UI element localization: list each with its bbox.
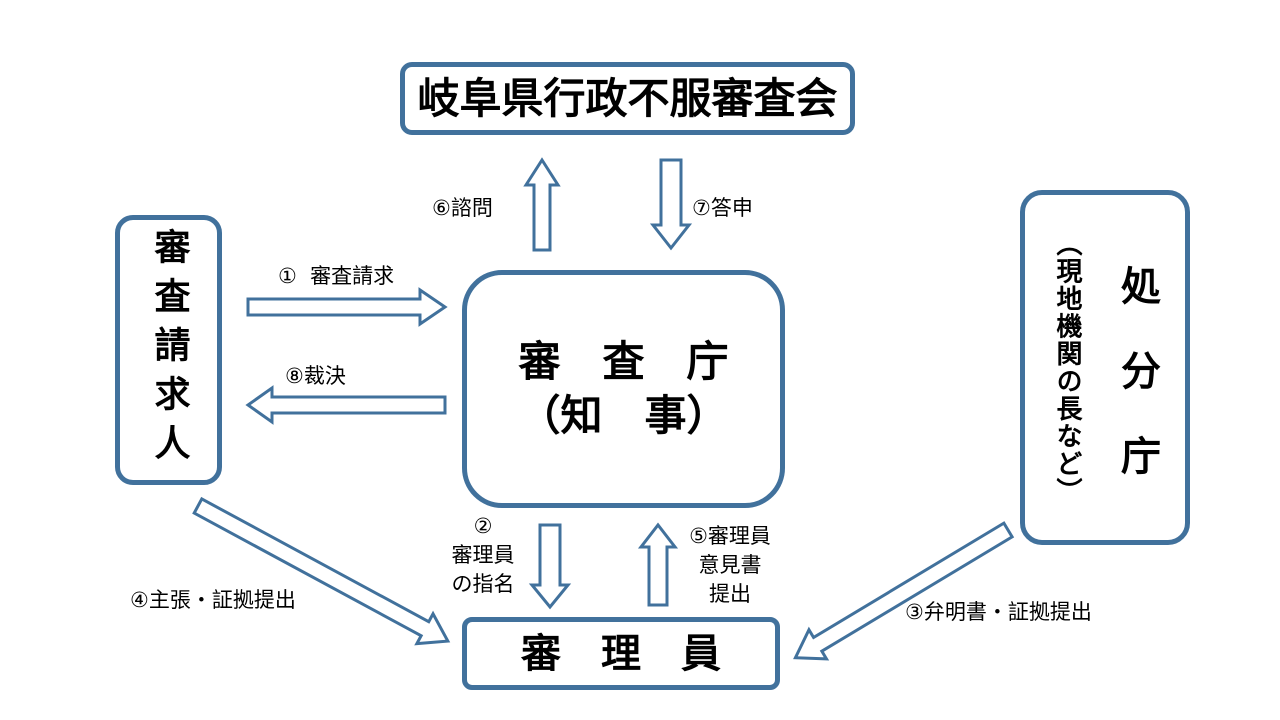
label-step8-ruling: ⑧裁決 [285,364,346,388]
review-agency-subtitle: （知 事） [518,391,729,440]
label-step2-line: 審理員 [451,543,515,567]
arrow-appointment-down [528,523,572,610]
arrow-opinion-up [637,522,679,607]
label-step5-opinion: ⑤審理員 意見書 提出 [680,522,780,609]
examiner-title: 審 理 員 [521,630,721,677]
arrow-explanation-diagonal [793,521,1015,661]
disposition-agency-title: 処 分 庁 [1114,265,1160,478]
council-box: 岐阜県行政不服審査会 [400,62,855,135]
requester-title: 審査請求人 [148,227,190,473]
label-step7-report: ⑦答申 [692,196,753,220]
council-title: 岐阜県行政不服審査会 [417,73,838,123]
review-agency-title: 審 査 庁 [518,337,729,386]
disposition-agency-note: （現地機関の長など） [1052,230,1082,505]
label-step2-line: の指名 [451,572,515,596]
arrow-ruling-left [245,385,447,425]
label-step1-request: ① 審査請求 [278,264,395,288]
label-step4-claim: ④主張・証拠提出 [130,588,296,612]
review-agency-box: 審 査 庁 （知 事） [462,270,785,508]
label-step5-line: 提出 [709,582,751,606]
arrow-report-down [649,158,693,251]
arrow-consultation-up [523,157,561,252]
requester-box: 審査請求人 [115,215,222,485]
label-step2-appointment: ② 審理員 の指名 [440,512,526,599]
label-step5-line: ⑤審理員 [689,524,771,548]
arrow-request-right [246,287,448,327]
label-step3-explanation: ③弁明書・証拠提出 [905,600,1092,624]
label-step6-consultation: ⑥諮問 [432,196,493,220]
examiner-box: 審 理 員 [462,617,780,690]
label-step5-line: 意見書 [698,553,762,577]
label-step2-line: ② [473,514,493,538]
arrow-claim-diagonal [192,496,451,646]
disposition-agency-box: （現地機関の長など） 処 分 庁 [1020,190,1190,545]
